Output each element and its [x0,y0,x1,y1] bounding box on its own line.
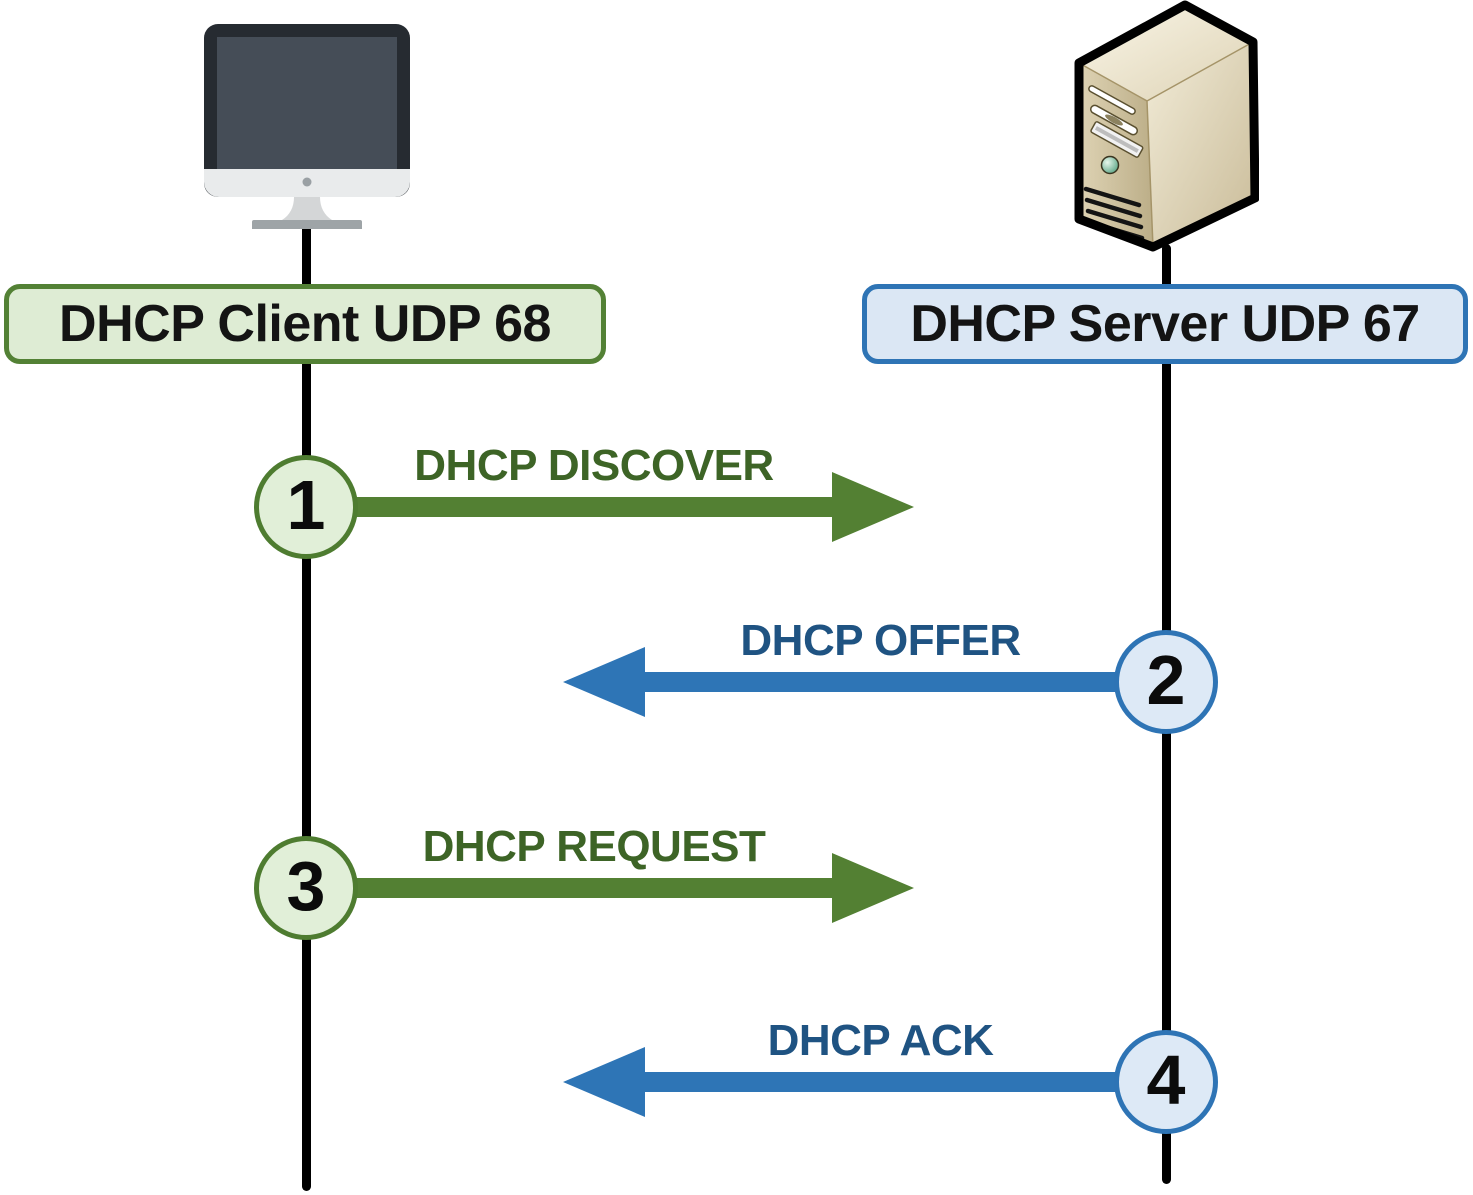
client-actor-box: DHCP Client UDP 68 [4,284,606,364]
server-actor-label: DHCP Server UDP 67 [910,295,1420,353]
step-1-number: 1 [286,466,326,544]
step-2-arrow-left [563,647,1116,717]
arrow-shaft [643,1072,1116,1092]
step-3-arrow-right [356,853,914,923]
step-1-label: DHCP DISCOVER [414,441,774,490]
step-3-label: DHCP REQUEST [422,822,766,871]
step-2-circle: 2 [1114,630,1218,734]
client-actor-label: DHCP Client UDP 68 [59,295,551,353]
client-lifeline [302,222,311,1191]
step-4-label: DHCP ACK [767,1016,994,1065]
step-4-arrow-left [563,1047,1116,1117]
arrow-right-head-icon [832,853,914,923]
step-3-number: 3 [286,847,326,925]
desktop-computer-icon [204,24,410,229]
arrow-right-head-icon [832,472,914,542]
server-actor-box: DHCP Server UDP 67 [862,284,1468,364]
server-tower-icon [1074,0,1259,252]
step-2-label: DHCP OFFER [740,616,1021,665]
arrow-left-head-icon [563,647,645,717]
step-3-circle: 3 [254,836,358,940]
step-1-arrow-right [356,472,914,542]
step-2-number: 2 [1146,641,1186,719]
step-4-number: 4 [1146,1041,1186,1119]
step-1-circle: 1 [254,455,358,559]
arrow-shaft [356,878,834,898]
step-4-circle: 4 [1114,1030,1218,1134]
arrow-shaft [643,672,1116,692]
arrow-left-head-icon [563,1047,645,1117]
arrow-shaft [356,497,834,517]
